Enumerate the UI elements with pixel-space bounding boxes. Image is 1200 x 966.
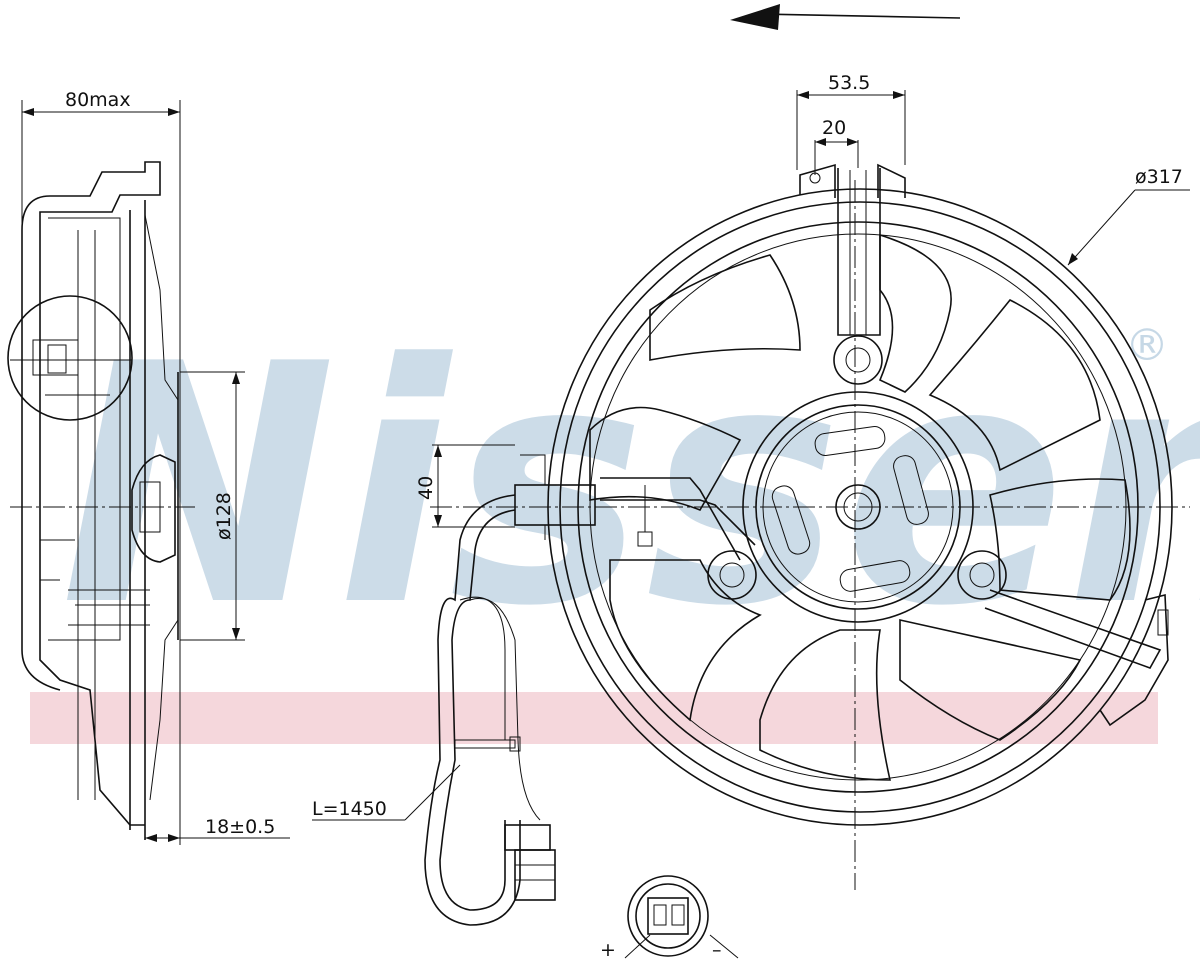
mount-offset-label: 20 (822, 117, 846, 139)
fan-blades (589, 233, 1131, 781)
dimension-connector-height: 40 (415, 444, 515, 528)
dimension-cable-length: L=1450 (312, 764, 461, 821)
cable-length-label: L=1450 (312, 798, 387, 820)
motor-diameter-label: ø128 (213, 492, 235, 540)
connector-height-label: 40 (415, 476, 437, 500)
mount-spacing-label: 53.5 (828, 72, 870, 94)
side-view (7, 161, 195, 840)
mounting-nuts (707, 335, 1007, 600)
dimension-fan-diameter: ø317 (1067, 166, 1190, 266)
dimension-motor-diameter: ø128 (180, 371, 245, 641)
cable-harness (424, 494, 556, 926)
front-view (430, 163, 1190, 890)
flange-offset-label: 18±0.5 (205, 816, 275, 838)
support-struts (600, 168, 1162, 669)
watermark-registered-mark: ® (1125, 320, 1169, 371)
depth-label: 80max (65, 89, 131, 111)
minus-terminal-label: – (712, 939, 722, 961)
dimension-flange-offset: 18±0.5 (145, 816, 290, 842)
dimension-mount-spacing: 53.5 (796, 72, 906, 170)
dimension-depth: 80max (21, 89, 181, 845)
plus-terminal-label: + (600, 939, 616, 961)
fan-diameter-label: ø317 (1135, 166, 1183, 188)
connector-pinout: + – (600, 875, 739, 961)
rotation-direction-arrow (730, 4, 961, 30)
watermark-brand: Nissens (60, 294, 1200, 678)
dimension-mount-offset: 20 (814, 117, 859, 175)
motor-hub (742, 391, 974, 623)
watermark-band (30, 692, 1158, 744)
